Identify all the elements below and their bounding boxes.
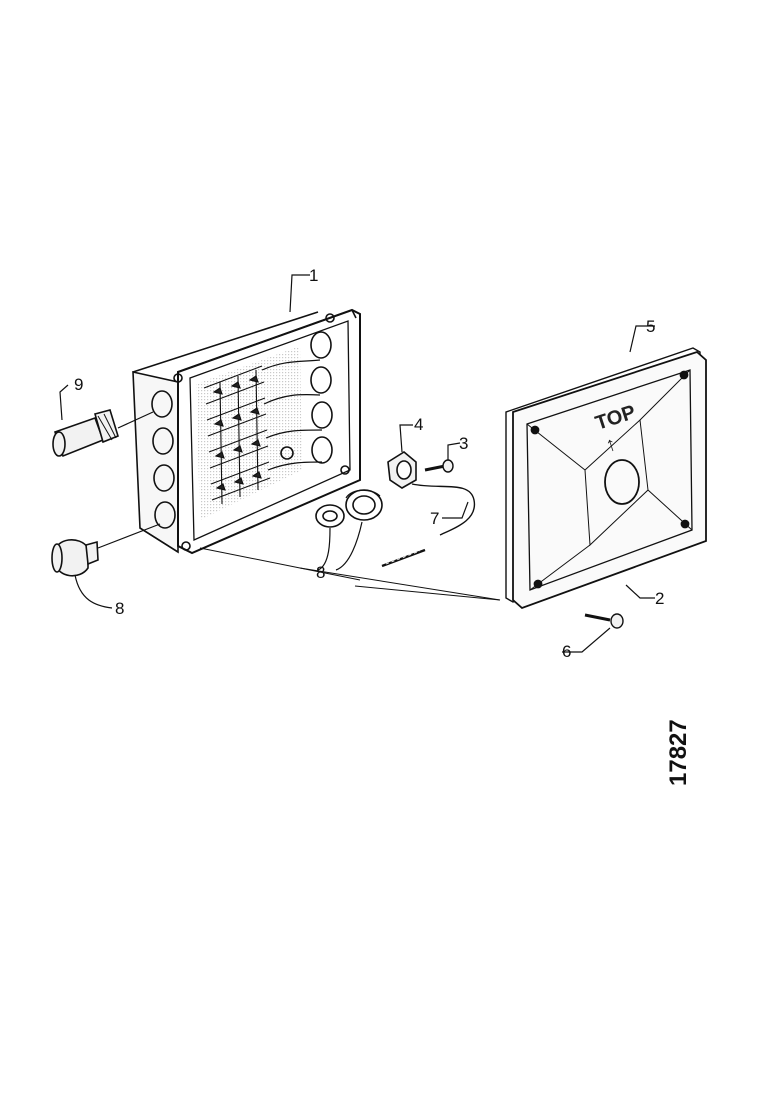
retaining-screw	[424, 459, 454, 473]
assembly-lines	[199, 547, 501, 601]
callout-8-plug: 8	[115, 599, 124, 618]
cable-gland	[52, 409, 154, 458]
junction-box	[132, 308, 361, 555]
locknut	[387, 451, 417, 489]
blanking-plug	[51, 523, 161, 577]
callout-4: 4	[414, 415, 423, 434]
callout-2: 2	[655, 589, 664, 608]
callout-7: 7	[430, 509, 439, 528]
leader-lines	[59, 274, 655, 653]
callout-6: 6	[562, 642, 571, 661]
callout-3: 3	[459, 434, 468, 453]
retaining-cord	[381, 483, 476, 568]
callout-1: 1	[309, 266, 318, 285]
sealing-rings	[315, 489, 383, 528]
document-number: 17827	[665, 719, 692, 786]
callout-5: 5	[646, 317, 655, 336]
callout-9: 9	[74, 375, 83, 394]
cover	[505, 347, 707, 610]
cover-screw	[584, 613, 624, 629]
callout-8-rings: 8	[316, 563, 325, 582]
